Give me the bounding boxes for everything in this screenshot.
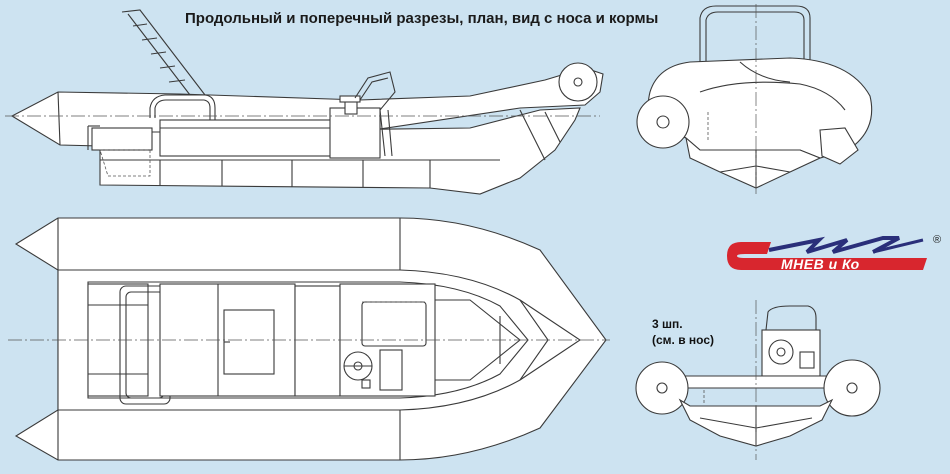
section-note-line2: (см. в нос) xyxy=(652,333,715,347)
side-tow-ladder xyxy=(121,9,206,96)
logo-red-c xyxy=(727,242,927,270)
plan-hatch-1 xyxy=(223,309,275,375)
section-note: 3 шп. (см. в нос) xyxy=(652,316,714,348)
brand-logo: МНЕВ и Ко ® xyxy=(723,228,943,288)
front-view xyxy=(636,4,873,196)
side-arch xyxy=(149,94,216,120)
front-left-tube-end xyxy=(636,95,690,149)
brand-logo-mark xyxy=(727,236,927,270)
plan-view xyxy=(8,217,610,461)
logo-swoosh xyxy=(768,236,900,254)
plan-hatch-2 xyxy=(361,301,427,347)
section-left-tube xyxy=(635,361,689,415)
logo-registered-mark: ® xyxy=(933,234,942,246)
section-right-tube xyxy=(823,359,881,417)
side-view xyxy=(5,9,604,195)
logo-brand-text: МНЕВ и Ко xyxy=(781,256,860,272)
diagram-title: Продольный и поперечный разрезы, план, в… xyxy=(185,10,659,27)
side-tube-end xyxy=(558,62,598,102)
front-hull xyxy=(685,136,822,189)
section-note-line1: 3 шп. xyxy=(652,317,683,331)
section-view xyxy=(635,300,881,460)
side-console xyxy=(329,107,381,159)
